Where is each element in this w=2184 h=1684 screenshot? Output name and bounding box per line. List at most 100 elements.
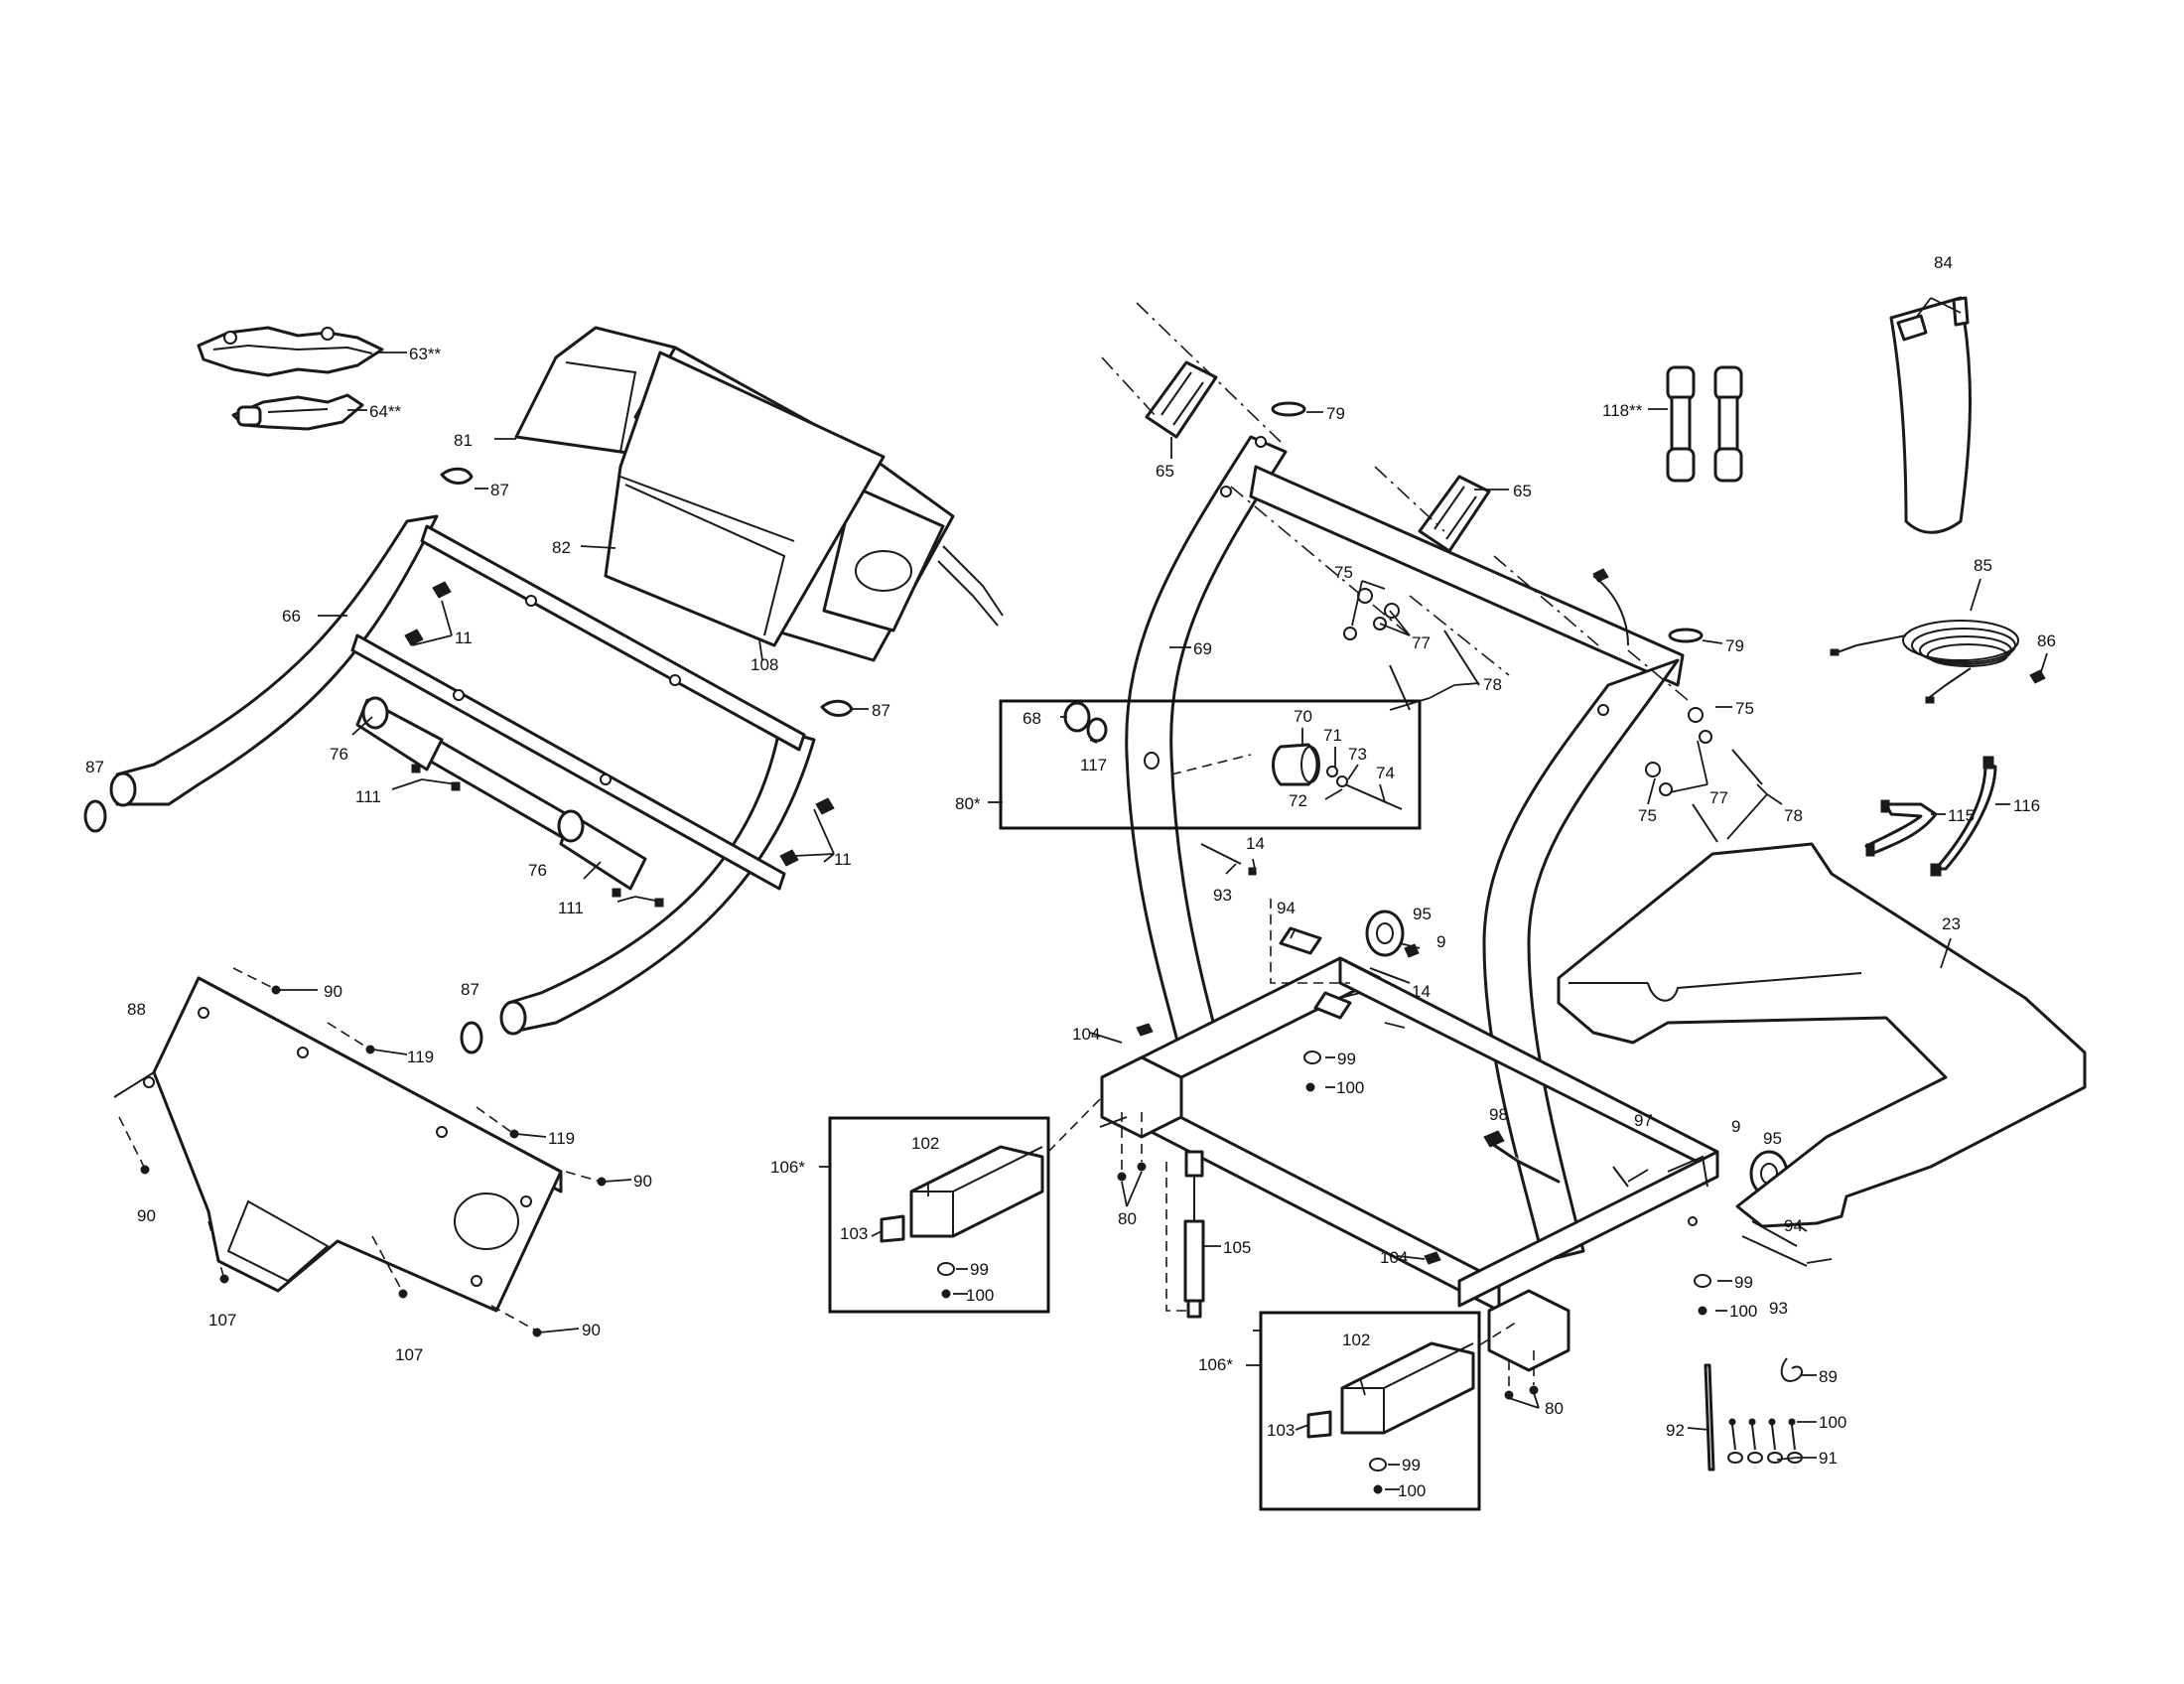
power-cord-85 — [1830, 620, 2019, 704]
callout-102-b: 102 — [1342, 1331, 1370, 1349]
strap-115 — [1864, 799, 1938, 857]
callout-100-a: 100 — [1336, 1078, 1364, 1097]
callout-93-b: 93 — [1769, 1299, 1788, 1318]
callout-111-a: 111 — [355, 787, 381, 806]
callout-14-a: 14 — [1246, 834, 1265, 853]
callout-11-b: 11 — [834, 850, 852, 869]
callout-89: 89 — [1819, 1367, 1838, 1386]
callout-87-b: 87 — [872, 701, 890, 720]
callout-81: 81 — [454, 431, 473, 450]
callout-94-a: 94 — [1277, 899, 1296, 917]
wheel-95 — [1365, 910, 1789, 1197]
callout-104-a: 104 — [1072, 1025, 1100, 1044]
callout-95-b: 95 — [1763, 1129, 1782, 1148]
box-80-assembly — [999, 699, 1422, 830]
callout-100-e: 100 — [1819, 1413, 1846, 1432]
callout-88: 88 — [127, 1000, 146, 1019]
grip-65 — [1145, 360, 1491, 553]
callout-66: 66 — [282, 607, 301, 626]
callout-87-c: 87 — [85, 758, 104, 776]
callout-106-a: 106* — [770, 1158, 805, 1177]
console-82 — [604, 351, 886, 647]
callout-85: 85 — [1974, 556, 1992, 575]
callout-74: 74 — [1376, 764, 1395, 782]
callout-75-a: 75 — [1334, 563, 1353, 582]
chest-strap-63 — [197, 326, 384, 377]
cable-98-97 — [1483, 568, 1629, 1188]
callout-99-c: 99 — [970, 1260, 989, 1279]
callout-80-b: 80 — [1545, 1399, 1564, 1418]
callout-97: 97 — [1634, 1111, 1653, 1130]
callout-78-a: 78 — [1483, 675, 1502, 694]
callout-65-a: 65 — [1156, 462, 1174, 481]
callout-63: 63** — [409, 345, 442, 363]
bolts-75-77-78 — [1343, 588, 1763, 843]
callout-119-b: 119 — [548, 1129, 575, 1148]
callout-98: 98 — [1489, 1105, 1508, 1124]
grommet-79 — [1271, 401, 1704, 643]
callout-68: 68 — [1023, 709, 1041, 728]
callout-79-a: 79 — [1326, 404, 1345, 423]
callout-103-b: 103 — [1267, 1421, 1295, 1440]
callout-99-b: 99 — [1734, 1273, 1753, 1292]
callout-77-a: 77 — [1412, 633, 1431, 652]
hardware-89-92-91 — [1704, 1357, 1803, 1472]
walking-deck-23 — [1557, 842, 2087, 1228]
callout-106-b: 106* — [1198, 1355, 1233, 1374]
callout-87-a: 87 — [490, 481, 509, 499]
callout-108: 108 — [751, 655, 778, 674]
callout-77-b: 77 — [1709, 788, 1728, 807]
clips-11 — [404, 581, 835, 908]
callout-100-b: 100 — [1729, 1302, 1757, 1321]
plug-86 — [2029, 669, 2046, 684]
callout-80-star: 80* — [955, 794, 981, 813]
box-106-assembly-a — [828, 1116, 1050, 1314]
callout-76-a: 76 — [330, 745, 348, 764]
callout-75-b: 75 — [1735, 699, 1754, 718]
callout-100-c: 100 — [966, 1286, 994, 1305]
callout-90-d: 90 — [582, 1321, 601, 1339]
callout-64: 64** — [369, 402, 402, 421]
leveling-feet-screws — [1117, 1112, 1539, 1400]
callout-82: 82 — [552, 538, 571, 557]
callout-111-b: 111 — [558, 899, 584, 917]
callout-87-d: 87 — [461, 980, 479, 999]
callout-119-a: 119 — [407, 1048, 434, 1066]
callout-90-b: 90 — [137, 1206, 156, 1225]
dash-connectors — [1047, 1096, 1520, 1346]
callout-labels: 63** 64** 81 82 87 87 87 87 66 11 11 108… — [85, 253, 2056, 1500]
callout-95-a: 95 — [1413, 905, 1432, 923]
chest-strap-64 — [231, 393, 364, 431]
callout-75-c: 75 — [1638, 806, 1657, 825]
callout-70: 70 — [1294, 707, 1312, 726]
callout-116: 116 — [2013, 796, 2040, 815]
callout-118: 118** — [1602, 401, 1643, 420]
callout-69: 69 — [1193, 639, 1212, 658]
leader-lines — [280, 297, 2048, 1490]
upright-69 — [1125, 435, 1685, 1263]
callout-9-a: 9 — [1436, 932, 1445, 951]
callout-90-a: 90 — [324, 982, 342, 1001]
box-106-assembly-b — [1259, 1311, 1481, 1511]
weights-118 — [1666, 365, 1743, 483]
upright-frame-66 — [109, 514, 816, 1036]
callout-107-b: 107 — [395, 1345, 423, 1364]
callout-84: 84 — [1934, 253, 1953, 272]
callout-71: 71 — [1323, 726, 1342, 745]
callout-65-b: 65 — [1513, 482, 1532, 500]
callout-93-a: 93 — [1213, 886, 1232, 905]
callout-80-a: 80 — [1118, 1209, 1137, 1228]
callout-102-a: 102 — [911, 1134, 939, 1153]
callout-105: 105 — [1223, 1238, 1251, 1257]
callout-86: 86 — [2037, 632, 2056, 650]
callout-72: 72 — [1289, 791, 1307, 810]
lift-cylinder-105 — [1165, 1150, 1205, 1319]
callout-103-a: 103 — [840, 1224, 868, 1243]
callout-117: 117 — [1080, 756, 1107, 774]
motor-hood-88 — [113, 976, 563, 1313]
callout-104-b: 104 — [1380, 1248, 1408, 1267]
callout-79-b: 79 — [1725, 636, 1744, 655]
strap-116 — [1930, 756, 1997, 877]
callout-91: 91 — [1819, 1449, 1838, 1468]
